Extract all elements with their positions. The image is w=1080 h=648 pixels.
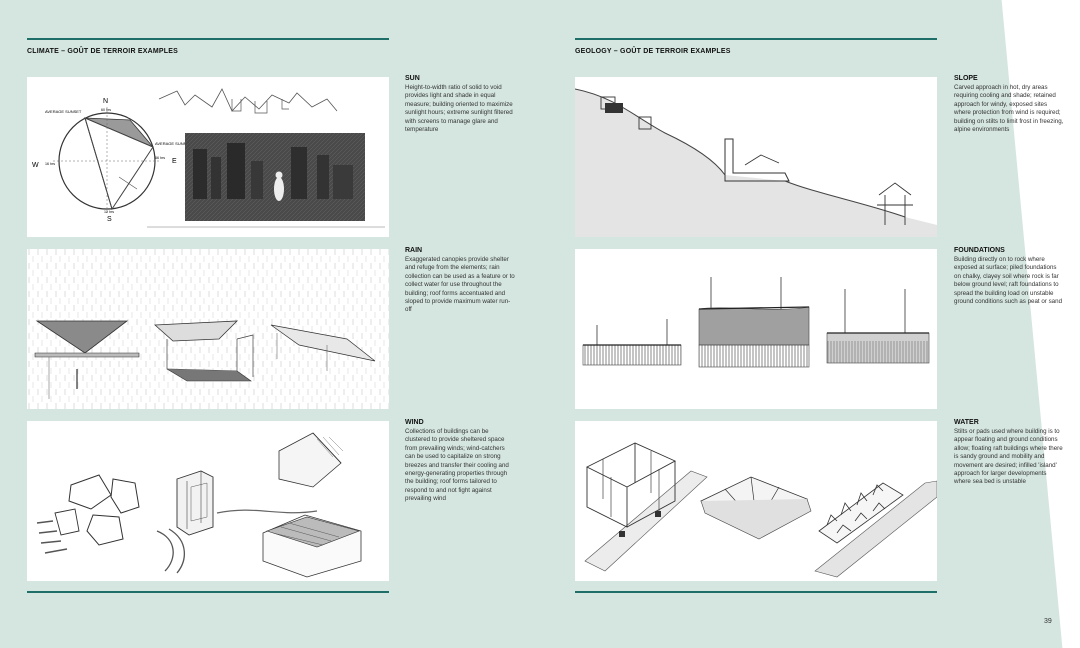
foundations-sketch xyxy=(582,277,930,368)
right-bottom-rule xyxy=(575,591,937,593)
rain-sketch xyxy=(27,249,389,409)
foundations-title: FOUNDATIONS xyxy=(954,247,1005,254)
hrs-top-label: 60 hrs xyxy=(101,108,111,112)
hrs-left-label: 16 hrs xyxy=(45,162,55,166)
wind-sketch xyxy=(36,432,362,578)
foundations-illustration xyxy=(575,249,937,409)
wind-caption: WIND Collections of buildings can be clu… xyxy=(405,419,515,504)
page-number: 39 xyxy=(1044,618,1052,625)
left-top-rule xyxy=(27,38,389,40)
sun-sketch: N S E W AVERAGE SUNSET AVERAGE SUNRISE 6… xyxy=(32,88,385,228)
slope-sketch xyxy=(575,77,937,237)
compass-s: S xyxy=(107,216,112,223)
slope-illustration xyxy=(575,77,937,237)
avg-sunset-label: AVERAGE SUNSET xyxy=(45,109,82,114)
rain-illustration xyxy=(27,249,389,409)
avg-sunrise-label: AVERAGE SUNRISE xyxy=(155,141,193,146)
foundations-caption: FOUNDATIONS Building directly on to rock… xyxy=(954,247,1064,306)
left-bottom-rule xyxy=(27,591,389,593)
hrs-bottom-label: 12 hrs xyxy=(104,210,114,214)
slope-text: Carved approach in hot, dry areas requir… xyxy=(954,84,1064,134)
wind-text: Collections of buildings can be clustere… xyxy=(405,428,509,503)
sun-caption: SUN Height-to-width ratio of solid to vo… xyxy=(405,75,515,134)
water-sketch xyxy=(584,442,937,578)
compass-n: N xyxy=(103,98,108,105)
water-title: WATER xyxy=(954,419,979,426)
rain-title: RAIN xyxy=(405,247,423,254)
rain-caption: RAIN Exaggerated canopies provide shelte… xyxy=(405,247,515,315)
sun-title: SUN xyxy=(405,75,420,82)
wind-illustration xyxy=(27,421,389,581)
water-text: Stilts or pads used where building is to… xyxy=(954,428,1063,486)
wind-title: WIND xyxy=(405,419,424,426)
hrs-right-label: 66 hrs xyxy=(155,156,165,160)
compass-e: E xyxy=(172,158,177,165)
slope-caption: SLOPE Carved approach in hot, dry areas … xyxy=(954,75,1064,134)
water-caption: WATER Stilts or pads used where building… xyxy=(954,419,1064,487)
foundations-text: Building directly on to rock where expos… xyxy=(954,256,1063,306)
compass-w: W xyxy=(32,162,39,169)
sun-text: Height-to-width ratio of solid to void p… xyxy=(405,84,513,134)
left-section-heading: CLIMATE – GOÛT DE TERROIR EXAMPLES xyxy=(27,48,178,55)
right-section-heading: GEOLOGY – GOÛT DE TERROIR EXAMPLES xyxy=(575,48,731,55)
water-illustration xyxy=(575,421,937,581)
rain-text: Exaggerated canopies provide shelter and… xyxy=(405,256,515,314)
slope-title: SLOPE xyxy=(954,75,978,82)
sun-illustration: N S E W AVERAGE SUNSET AVERAGE SUNRISE 6… xyxy=(27,77,389,237)
right-top-rule xyxy=(575,38,937,40)
